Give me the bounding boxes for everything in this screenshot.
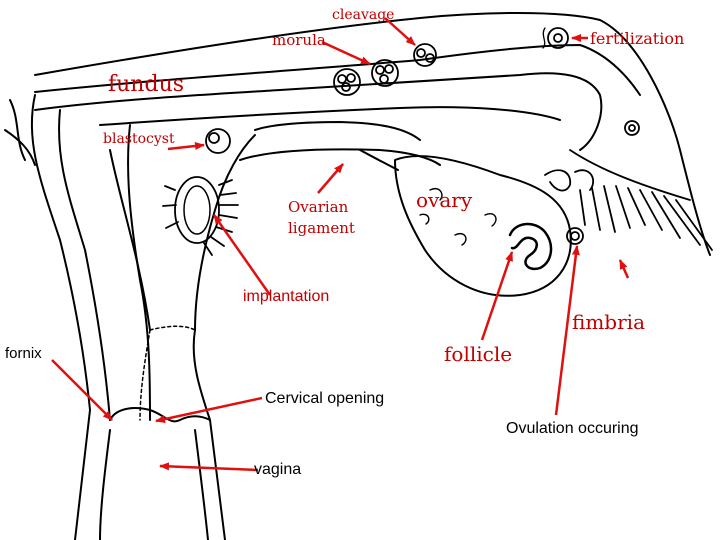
uterus-outline xyxy=(30,94,91,411)
arrow-blastocyst xyxy=(167,142,205,151)
fertilized-egg xyxy=(547,27,569,49)
morula-embryo-2 xyxy=(333,68,361,96)
implantation-site xyxy=(162,176,239,256)
label-ovulation-occuring: Ovulation occuring xyxy=(506,420,639,437)
arrow-fimbria xyxy=(618,259,630,279)
label-vagina: vagina xyxy=(254,461,302,478)
follicle-shape xyxy=(508,222,553,271)
blastocyst-embryo xyxy=(205,128,231,154)
label-ovarian-ligament-line2: ligament xyxy=(288,219,355,237)
cleavage-embryo xyxy=(413,43,437,67)
label-fornix: fornix xyxy=(5,345,42,362)
label-morula: morula xyxy=(272,31,326,49)
label-fertilization: fertilization xyxy=(590,29,685,48)
ovary-outline xyxy=(394,154,572,297)
arrow-ovarian-ligament xyxy=(317,163,344,194)
arrow-fornix xyxy=(51,359,113,421)
label-implantation: implantation xyxy=(243,288,330,305)
embryo-stages xyxy=(205,27,640,245)
label-blastocyst: blastocyst xyxy=(103,131,175,147)
uterine-tube-outline xyxy=(34,12,711,256)
arrow-implantation xyxy=(212,214,272,296)
label-follicle: follicle xyxy=(444,342,513,366)
arrow-ovulation xyxy=(554,245,580,416)
arrow-morula xyxy=(321,40,371,66)
arrow-cervical-opening xyxy=(155,396,263,424)
ovulated-oocyte xyxy=(566,227,584,245)
label-fimbria: fimbria xyxy=(572,310,645,334)
fimbria-fringe xyxy=(544,149,713,251)
label-cervical-opening: Cervical opening xyxy=(265,390,385,407)
label-fundus: fundus xyxy=(108,72,185,97)
label-ovarian-ligament-line1: Ovarian xyxy=(288,198,349,216)
arrow-follicle xyxy=(480,251,514,341)
label-arrows xyxy=(51,17,630,472)
arrow-vagina xyxy=(159,462,259,472)
vagina-outline xyxy=(74,409,91,540)
morula-embryo-1 xyxy=(371,59,399,87)
label-cleavage: cleavage xyxy=(332,7,395,23)
label-ovary: ovary xyxy=(416,188,473,212)
arrow-cleavage xyxy=(384,17,416,46)
